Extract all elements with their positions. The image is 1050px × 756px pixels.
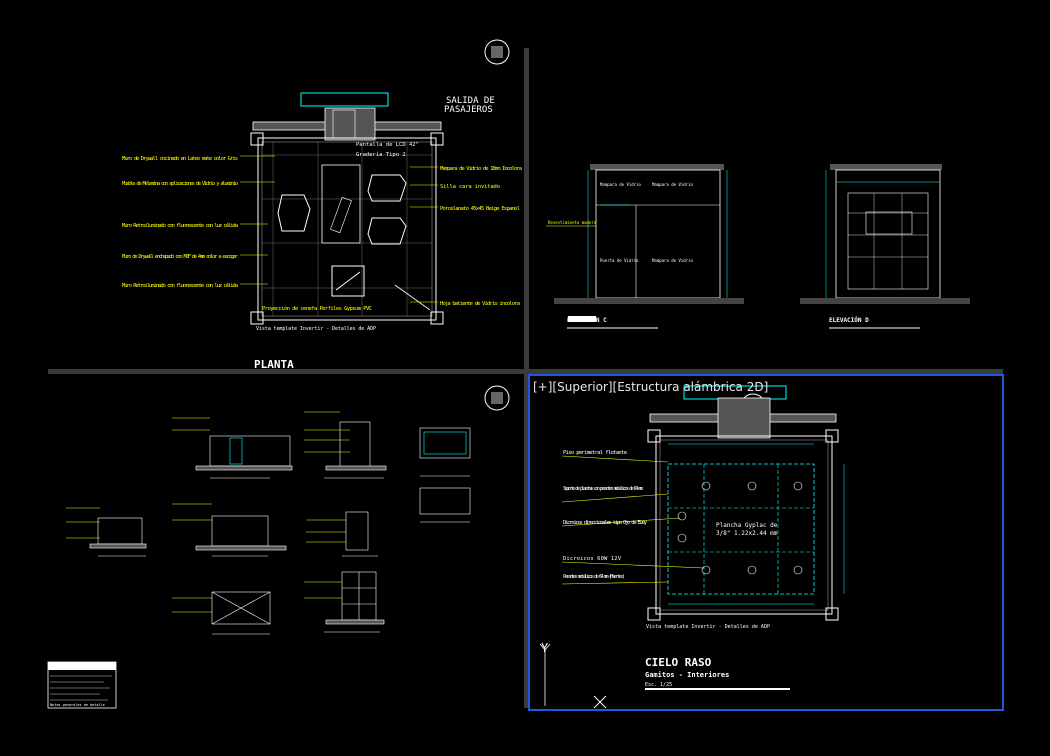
plan-label-left-0: Muro de Drywall cocinado en Latex mate c… [122,156,238,162]
plan-label-top: Pantalla de LCD 42" [356,142,419,148]
ucs-icon [539,643,551,706]
plan-label-left-3: Muro de Drywall enchapado con MDF de 4mm… [122,254,239,260]
elev-c-label-left: Revestimiento madera [548,220,597,225]
plan-label-right-2: Porcelanato 45x45 Beige Espanol [440,206,520,212]
svg-text:Mampara de Vidrio: Mampara de Vidrio [600,182,642,187]
plan-label-top2: Gradería Tipo 2 [356,151,406,158]
title-block: Notas generales de detalle [47,661,117,709]
details-notes: Notas generales de detalle [50,703,105,707]
elevation-d[interactable]: ELEVACIÓN D [800,164,970,329]
ceiling-scale: Esc. 1/25 [645,682,672,688]
ceiling-title: CIELO RASO [645,656,712,669]
ceiling-center-label-line2: 3/8" 1.22x2.44 mm [716,530,778,537]
ceiling-subtitle: Gamitos - Interiores [645,671,729,679]
plan-title-line2: PASAJEROS [444,105,493,115]
plan-label-right-0: Mampara de Vidrio de 10mm Incolora [440,166,522,172]
viewport-label[interactable]: [+][Superior][Estructura alámbrica 2D] [533,380,769,394]
plan-label-right-3: Hoja batiente de Vidrio incolora [440,301,520,307]
ceiling-center-label-line1: Plancha Gyplac de [716,522,778,529]
elev-d-title: ELEVACIÓN D [829,317,869,324]
ceiling-footer: Vista template Invertir - Detalles de AD… [646,624,770,630]
plan-footer: Vista template Invertir - Detalles de AD… [256,326,376,332]
plan-label-left-4: Muro Retroiluminado con fluorescente con… [122,282,238,289]
svg-text:Mampara de Vidrio: Mampara de Vidrio [652,258,694,263]
ceiling-label-2: Dicroicos direccionales tipo Ojo de Buey [563,520,648,526]
viewport-dividers [48,48,1003,708]
plan-label-right-1: Silla cara invitado [440,184,500,190]
plan-title-line1: SALIDA DE [446,96,495,106]
svg-text:Mampara de Vidrio: Mampara de Vidrio [652,182,694,187]
north-arrow-icon [484,385,510,411]
ucs-y-label: Y [541,641,549,655]
north-arrow-icon [484,39,510,65]
elevation-c[interactable]: Mampara de Vidrio Mampara de Vidrio Puer… [546,164,744,329]
ceiling-label-0: Piso perimetral flotante [563,450,627,456]
plan-label-left-2: Muro Retroiluminado con fluorescente con… [122,222,238,229]
floor-plan[interactable]: SALIDA DE PASAJEROS [122,92,522,371]
construction-details[interactable] [66,411,471,635]
svg-text:Puerta de Vidrio: Puerta de Vidrio [600,258,639,263]
active-viewport-border[interactable] [528,374,1004,711]
plan-heading: PLANTA [254,358,294,371]
plan-label-bottom: Proyección de cenefa Perfiles Gypsum PVC [262,305,372,312]
ceiling-label-3: Dicroicos 60W 12V [563,556,622,562]
ceiling-label-1: Soporte de planchas con perantes metalic… [563,486,644,492]
ceiling-plan[interactable]: Plancha Gyplac de 3/8" 1.22x2.44 mm Piso… [561,385,845,690]
elev-c-title: ELEVACIÓN C [567,317,607,324]
plan-label-left-1: Mueble de Melamina con aplicaciones de V… [122,181,238,187]
cursor-crosshair-icon [593,695,607,709]
ceiling-label-4: Parantes metalicos de 64 mm (Muertes) [563,574,625,580]
